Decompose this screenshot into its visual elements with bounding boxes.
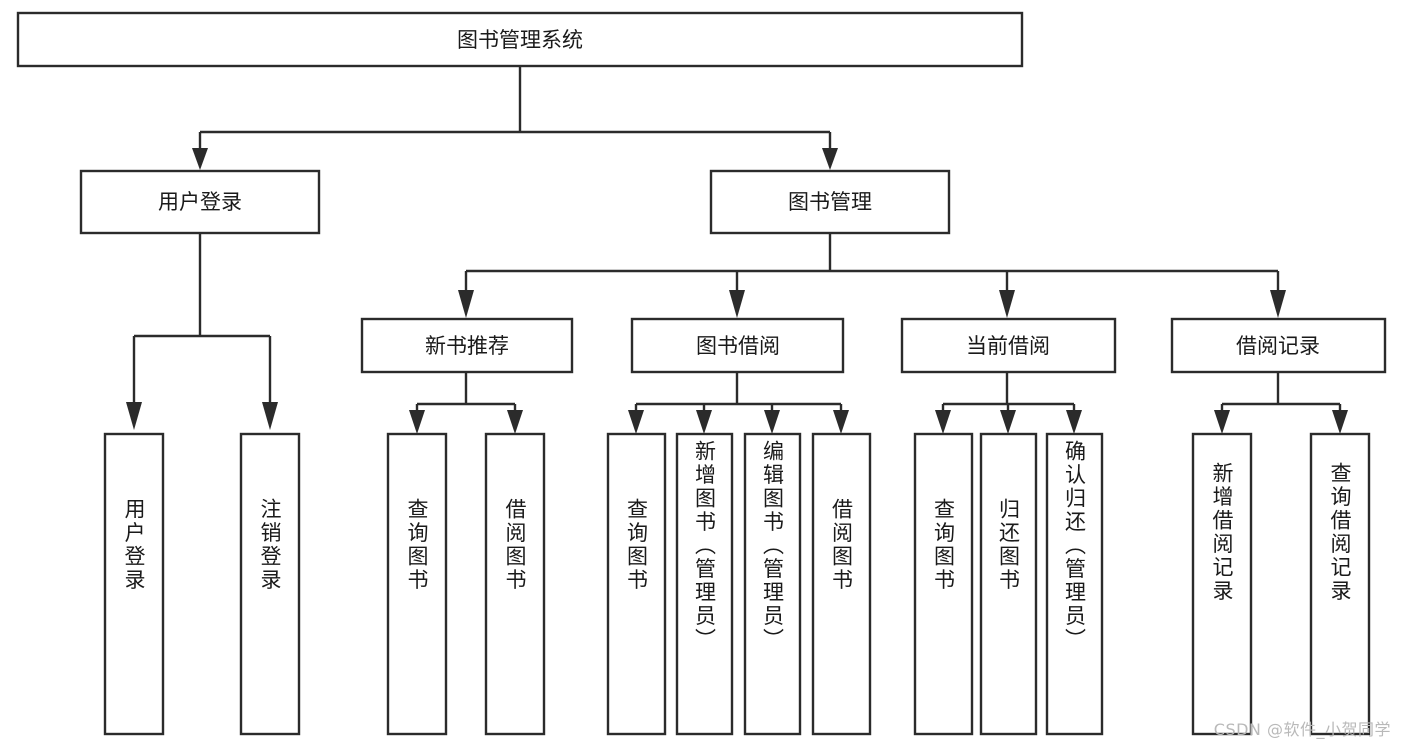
arrow-head-book-borrow	[729, 290, 745, 318]
node-book-borrow-label: 图书借阅	[696, 334, 780, 358]
node-user-login-box[interactable]	[79, 169, 321, 235]
node-leaf-user-login-box[interactable]	[103, 432, 165, 736]
arrow-head-leaf-edit-book	[764, 410, 780, 434]
arrow-head-leaf-return-book	[1000, 410, 1016, 434]
arrow-head-user-login	[192, 148, 208, 170]
node-book-manage-label: 图书管理	[788, 190, 872, 214]
node-root-box[interactable]	[16, 11, 1024, 68]
node-leaf-add-record-box[interactable]	[1191, 432, 1253, 736]
arrow-head-current-borrow	[999, 290, 1015, 318]
arrow-head-leaf-borrow-book-2	[833, 410, 849, 434]
node-leaf-query-book-2-box[interactable]	[606, 432, 667, 736]
connectors-layer	[126, 66, 1348, 434]
node-new-book-recommend-box[interactable]	[360, 317, 574, 374]
node-current-borrow-box[interactable]	[900, 317, 1117, 374]
arrow-head-leaf-query-book-2	[628, 410, 644, 434]
arrow-head-leaf-borrow-book-1	[507, 410, 523, 434]
arrow-head-borrow-record	[1270, 290, 1286, 318]
node-leaf-return-book-box[interactable]	[979, 432, 1038, 736]
node-leaf-borrow-book-2-box[interactable]	[811, 432, 872, 736]
nodes-layer: 图书管理系统 用户登录 图书管理 新书推荐 图书借阅 当前借阅 借阅记录	[16, 11, 1387, 736]
node-leaf-borrow-book-1-box[interactable]	[484, 432, 546, 736]
node-leaf-confirm-return-box[interactable]	[1045, 432, 1104, 736]
node-leaf-edit-book-box[interactable]	[743, 432, 802, 736]
arrow-head-new-book-recommend	[458, 290, 474, 318]
node-root-label: 图书管理系统	[457, 28, 583, 52]
node-user-login-label: 用户登录	[158, 190, 242, 214]
arrow-head-leaf-user-login	[126, 402, 142, 430]
node-leaf-query-record-box[interactable]	[1309, 432, 1371, 736]
node-leaf-query-book-1-box[interactable]	[386, 432, 448, 736]
arrow-head-leaf-add-book	[696, 410, 712, 434]
node-borrow-record-label: 借阅记录	[1236, 334, 1320, 358]
arrow-head-leaf-query-book-3	[935, 410, 951, 434]
node-leaf-query-book-3-box[interactable]	[913, 432, 974, 736]
arrow-head-leaf-query-record	[1332, 410, 1348, 434]
arrow-head-leaf-add-record	[1214, 410, 1230, 434]
arrow-head-leaf-logout-login	[262, 402, 278, 430]
node-new-book-recommend-label: 新书推荐	[425, 334, 509, 358]
node-book-manage-box[interactable]	[709, 169, 951, 235]
node-current-borrow-label: 当前借阅	[966, 334, 1050, 358]
arrow-head-leaf-query-book-1	[409, 410, 425, 434]
node-leaf-add-book-box[interactable]	[675, 432, 734, 736]
node-borrow-record-box[interactable]	[1170, 317, 1387, 374]
node-book-borrow-box[interactable]	[630, 317, 845, 374]
arrow-head-leaf-confirm-return	[1066, 410, 1082, 434]
watermark-text: CSDN @软件_小贺同学	[1213, 720, 1391, 739]
node-leaf-logout-login-box[interactable]	[239, 432, 301, 736]
arrow-head-book-manage	[822, 148, 838, 170]
